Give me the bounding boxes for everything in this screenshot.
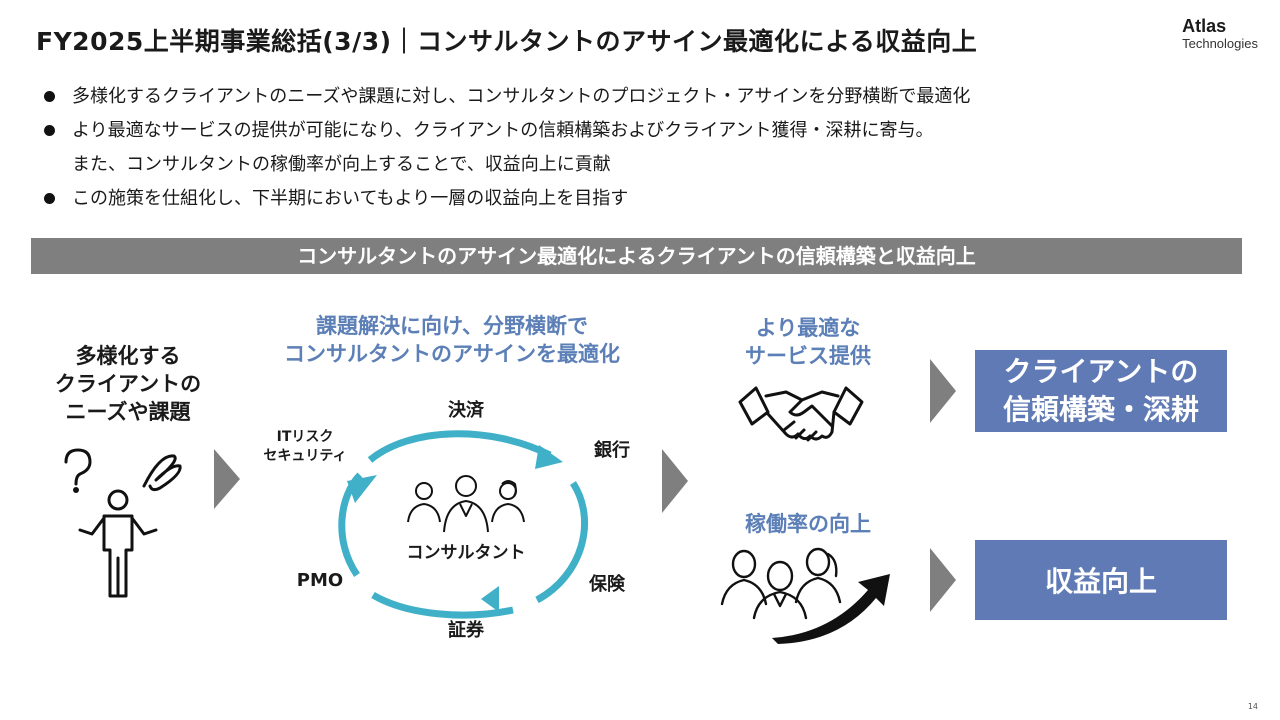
assignment-cycle-arrows — [338, 430, 589, 619]
cycle-node-bank: 銀行 — [594, 440, 630, 461]
cycle-node-pmo: PMO — [296, 570, 344, 591]
chevron-right-icon — [662, 449, 688, 513]
bullet-dot — [44, 125, 55, 136]
cycle-node-securities: 証券 — [448, 620, 484, 641]
company-logo: Atlas Technologies — [1182, 16, 1258, 51]
logo-line2: Technologies — [1182, 36, 1258, 51]
utilization-label: 稼働率の向上 — [745, 512, 871, 536]
service-line: サービス提供 — [745, 344, 871, 368]
cycle-arrow-bottom — [371, 591, 514, 619]
bullet-item: より最適なサービスの提供が可能になり、クライアントの信頼構築およびクライアント獲… — [40, 114, 1240, 148]
bullet-text: この施策を仕組化し、下半期においてもより一層の収益向上を目指す — [72, 188, 629, 209]
client-needs-label: 多様化する クライアントの ニーズや課題 — [28, 342, 228, 426]
chevron-right-icon — [214, 449, 240, 509]
service-label: より最適な サービス提供 — [712, 314, 904, 370]
needs-line: ニーズや課題 — [65, 400, 191, 424]
optimize-line: コンサルタントのアサインを最適化 — [284, 342, 620, 366]
it-risk-line: セキュリティ — [263, 448, 347, 464]
service-line: より最適な — [755, 316, 861, 340]
needs-line: 多様化する — [75, 344, 181, 368]
cycle-node-it-risk: ITリスク セキュリティ — [240, 428, 370, 466]
person-question-icon — [64, 448, 182, 598]
cycle-node-insurance: 保険 — [589, 574, 625, 595]
bullet-continuation: また、コンサルタントの稼働率が向上することで、収益向上に貢献 — [40, 148, 1240, 182]
bullet-text: また、コンサルタントの稼働率が向上することで、収益向上に貢献 — [72, 154, 611, 175]
bullet-text: 多様化するクライアントのニーズや課題に対し、コンサルタントのプロジェクト・アサイ… — [72, 86, 971, 107]
outcome-trust-box: クライアントの 信頼構築・深耕 — [975, 350, 1227, 432]
optimization-label: 課題解決に向け、分野横断で コンサルタントのアサインを最適化 — [236, 312, 668, 368]
arrowhead — [347, 475, 377, 503]
bullet-list: 多様化するクライアントのニーズや課題に対し、コンサルタントのプロジェクト・アサイ… — [40, 80, 1240, 216]
outcome-trust-line: クライアントの — [1003, 355, 1199, 388]
logo-line1: Atlas — [1182, 16, 1227, 36]
needs-line: クライアントの — [54, 372, 202, 396]
cycle-center-label: コンサルタント — [406, 543, 526, 563]
bullet-dot — [44, 91, 55, 102]
bullet-item: この施策を仕組化し、下半期においてもより一層の収益向上を目指す — [40, 182, 1240, 216]
page-number: 14 — [1247, 702, 1258, 711]
bullet-dot — [44, 193, 55, 204]
cycle-node-settlement: 決済 — [448, 400, 484, 421]
page-title: FY2025上半期事業総括(3/3)｜コンサルタントのアサイン最適化による収益向… — [36, 27, 978, 56]
outcome-revenue-box: 収益向上 — [975, 540, 1227, 620]
cycle-arrow-top — [367, 430, 552, 463]
chevron-right-icon — [930, 548, 956, 612]
arrowhead — [481, 586, 499, 612]
cycle-arrow-right — [535, 481, 589, 604]
arrowhead — [535, 445, 563, 469]
optimize-line: 課題解決に向け、分野横断で — [316, 314, 588, 338]
section-banner: コンサルタントのアサイン最適化によるクライアントの信頼構築と収益向上 — [31, 238, 1242, 274]
outcome-trust-line: 信頼構築・深耕 — [1002, 393, 1199, 426]
bullet-item: 多様化するクライアントのニーズや課題に対し、コンサルタントのプロジェクト・アサイ… — [40, 80, 1240, 114]
bullet-text: より最適なサービスの提供が可能になり、クライアントの信頼構築およびクライアント獲… — [72, 120, 934, 141]
it-risk-line: ITリスク — [276, 429, 334, 445]
consultant-group-icon — [407, 475, 525, 533]
handshake-icon — [738, 386, 864, 442]
team-growth-arrow-icon — [720, 547, 890, 644]
chevron-right-icon — [930, 359, 956, 423]
